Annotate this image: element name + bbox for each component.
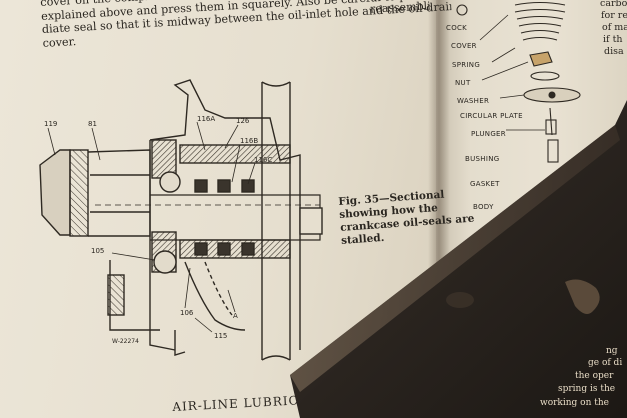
bottom-fragment-1: ng [606,346,618,356]
part-label-spring: SPRING [452,61,481,69]
part-label-cock: COCK [446,24,468,32]
callout-106: 106 [180,309,194,317]
right-fragment-1: carbo [600,0,627,9]
part-label-gasket: GASKET [470,180,500,188]
callout-119: 119 [44,120,58,128]
callout-105: 105 [91,247,105,255]
bottom-fragment-4: spring is the [558,384,616,394]
part-label-plunger: PLUNGER [471,130,506,138]
callout-115: 115 [214,332,228,340]
bottom-fragment-3: the oper [575,371,614,381]
right-fragment-4: if th [603,34,623,45]
callout-126: 126 [236,117,250,125]
right-fragment-2: for re [601,10,627,21]
right-fragment-3: of ma [602,22,627,33]
figure-caption: Fig. 35—Sectional showing how the crankc… [338,188,475,248]
callout-116a: 116A [197,115,216,123]
callout-116b: 116B [240,137,259,145]
callout-81: 81 [88,120,97,128]
part-label-body: BODY [473,203,494,211]
part-label-cover: COVER [451,42,477,50]
part-label-washer: WASHER [457,97,490,105]
right-fragment-5: disa [604,46,624,57]
drawing-number: W-22274 [112,338,139,345]
part-label-bushing: BUSHING [465,155,500,163]
bottom-fragment-2: ge of di [588,358,623,368]
callout-a: A [233,312,238,320]
part-label-circular-plate: CIRCULAR PLATE [460,112,523,120]
part-label-nut: NUT [455,79,471,87]
callout-116c: 116C [254,156,273,164]
bottom-fragment-5: working on the [540,398,609,408]
